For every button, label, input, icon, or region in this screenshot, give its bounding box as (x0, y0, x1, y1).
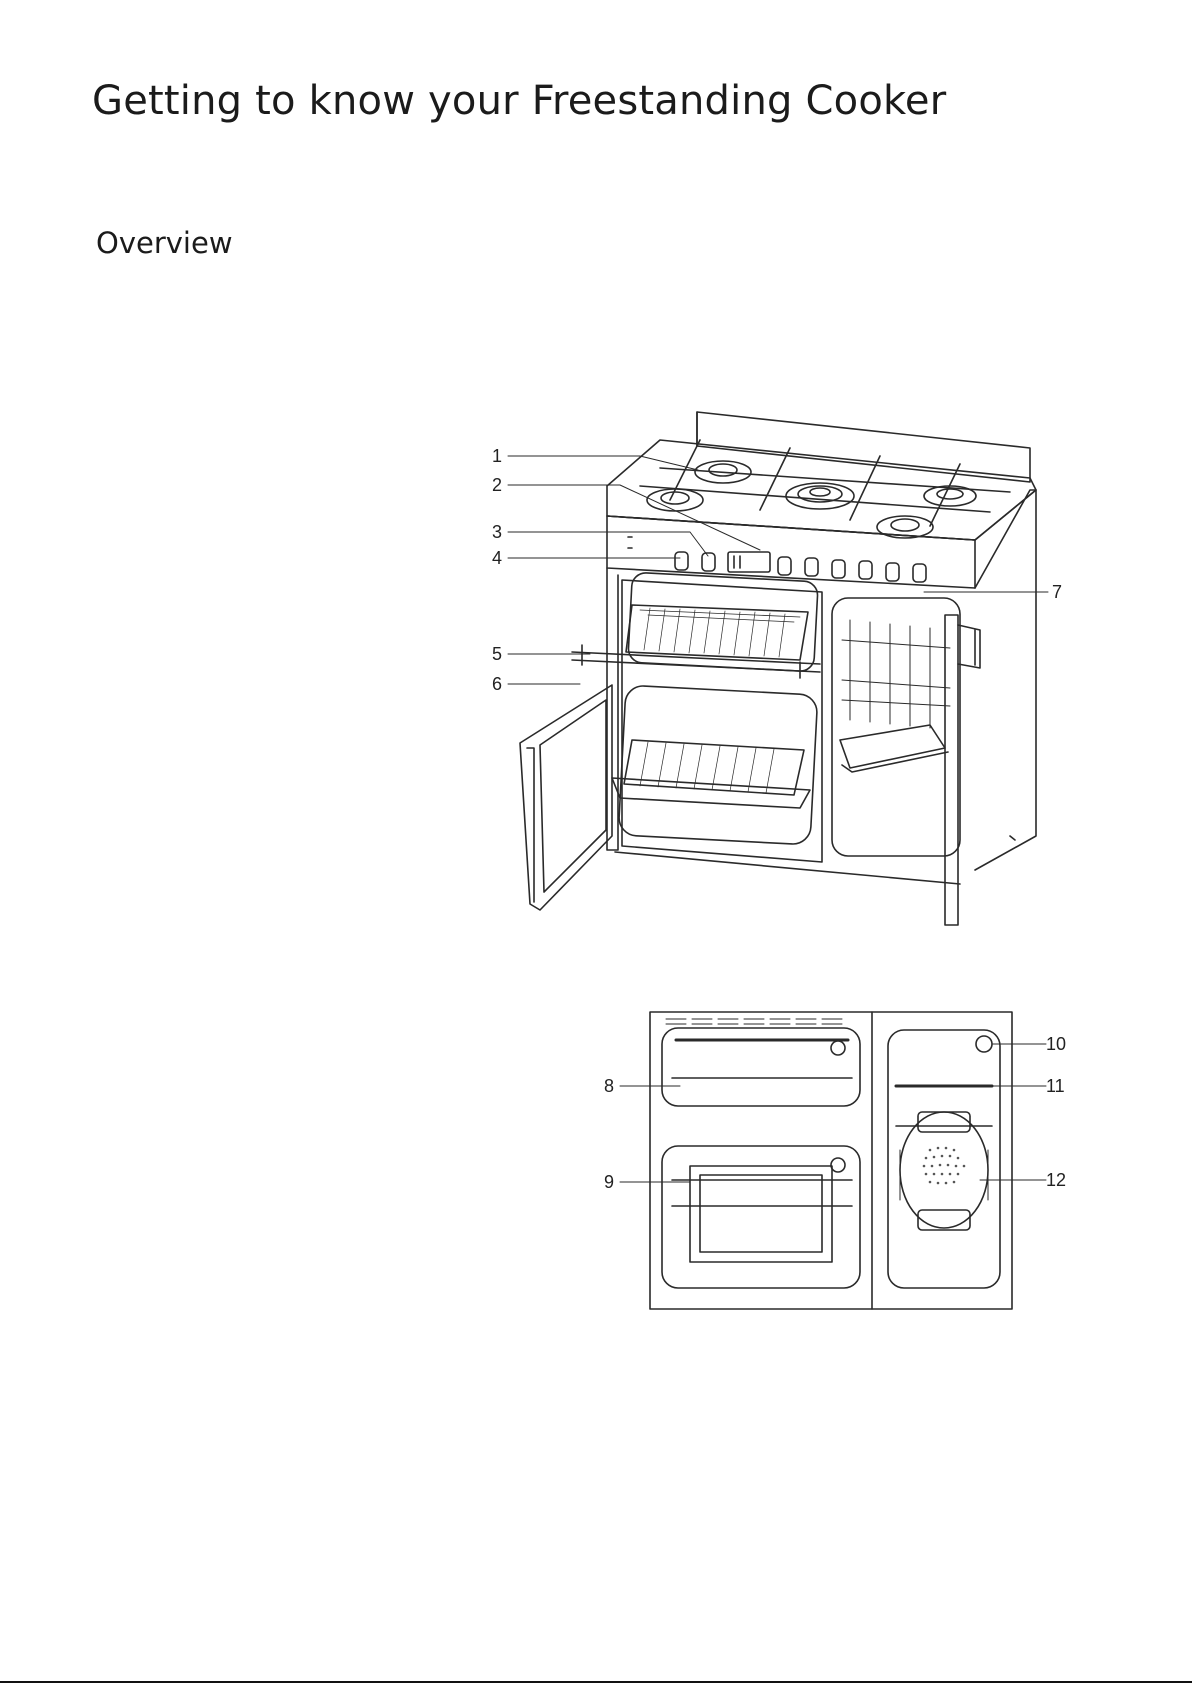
callout-11: 11 (1046, 1076, 1065, 1096)
callout-6: 6 (492, 674, 502, 694)
callout-8: 8 (604, 1076, 614, 1096)
callout-4: 4 (492, 548, 502, 568)
cooker-front-drawing (520, 412, 1036, 925)
timer-display (728, 552, 770, 572)
callout-5: 5 (492, 644, 502, 664)
callout-9: 9 (604, 1172, 614, 1192)
burner-wok-centre (786, 483, 854, 509)
footer-rule (0, 1681, 1192, 1683)
callout-12: 12 (1046, 1170, 1066, 1190)
callout-7: 7 (1052, 582, 1062, 602)
callout-10: 10 (1046, 1034, 1066, 1054)
callout-1: 1 (492, 446, 502, 466)
oven-interior-drawing (650, 1012, 1012, 1309)
callout-3: 3 (492, 522, 502, 542)
burner-front-left (647, 489, 703, 511)
callout-2: 2 (492, 475, 502, 495)
control-knobs (675, 552, 926, 582)
burner-rear-right (924, 486, 976, 506)
